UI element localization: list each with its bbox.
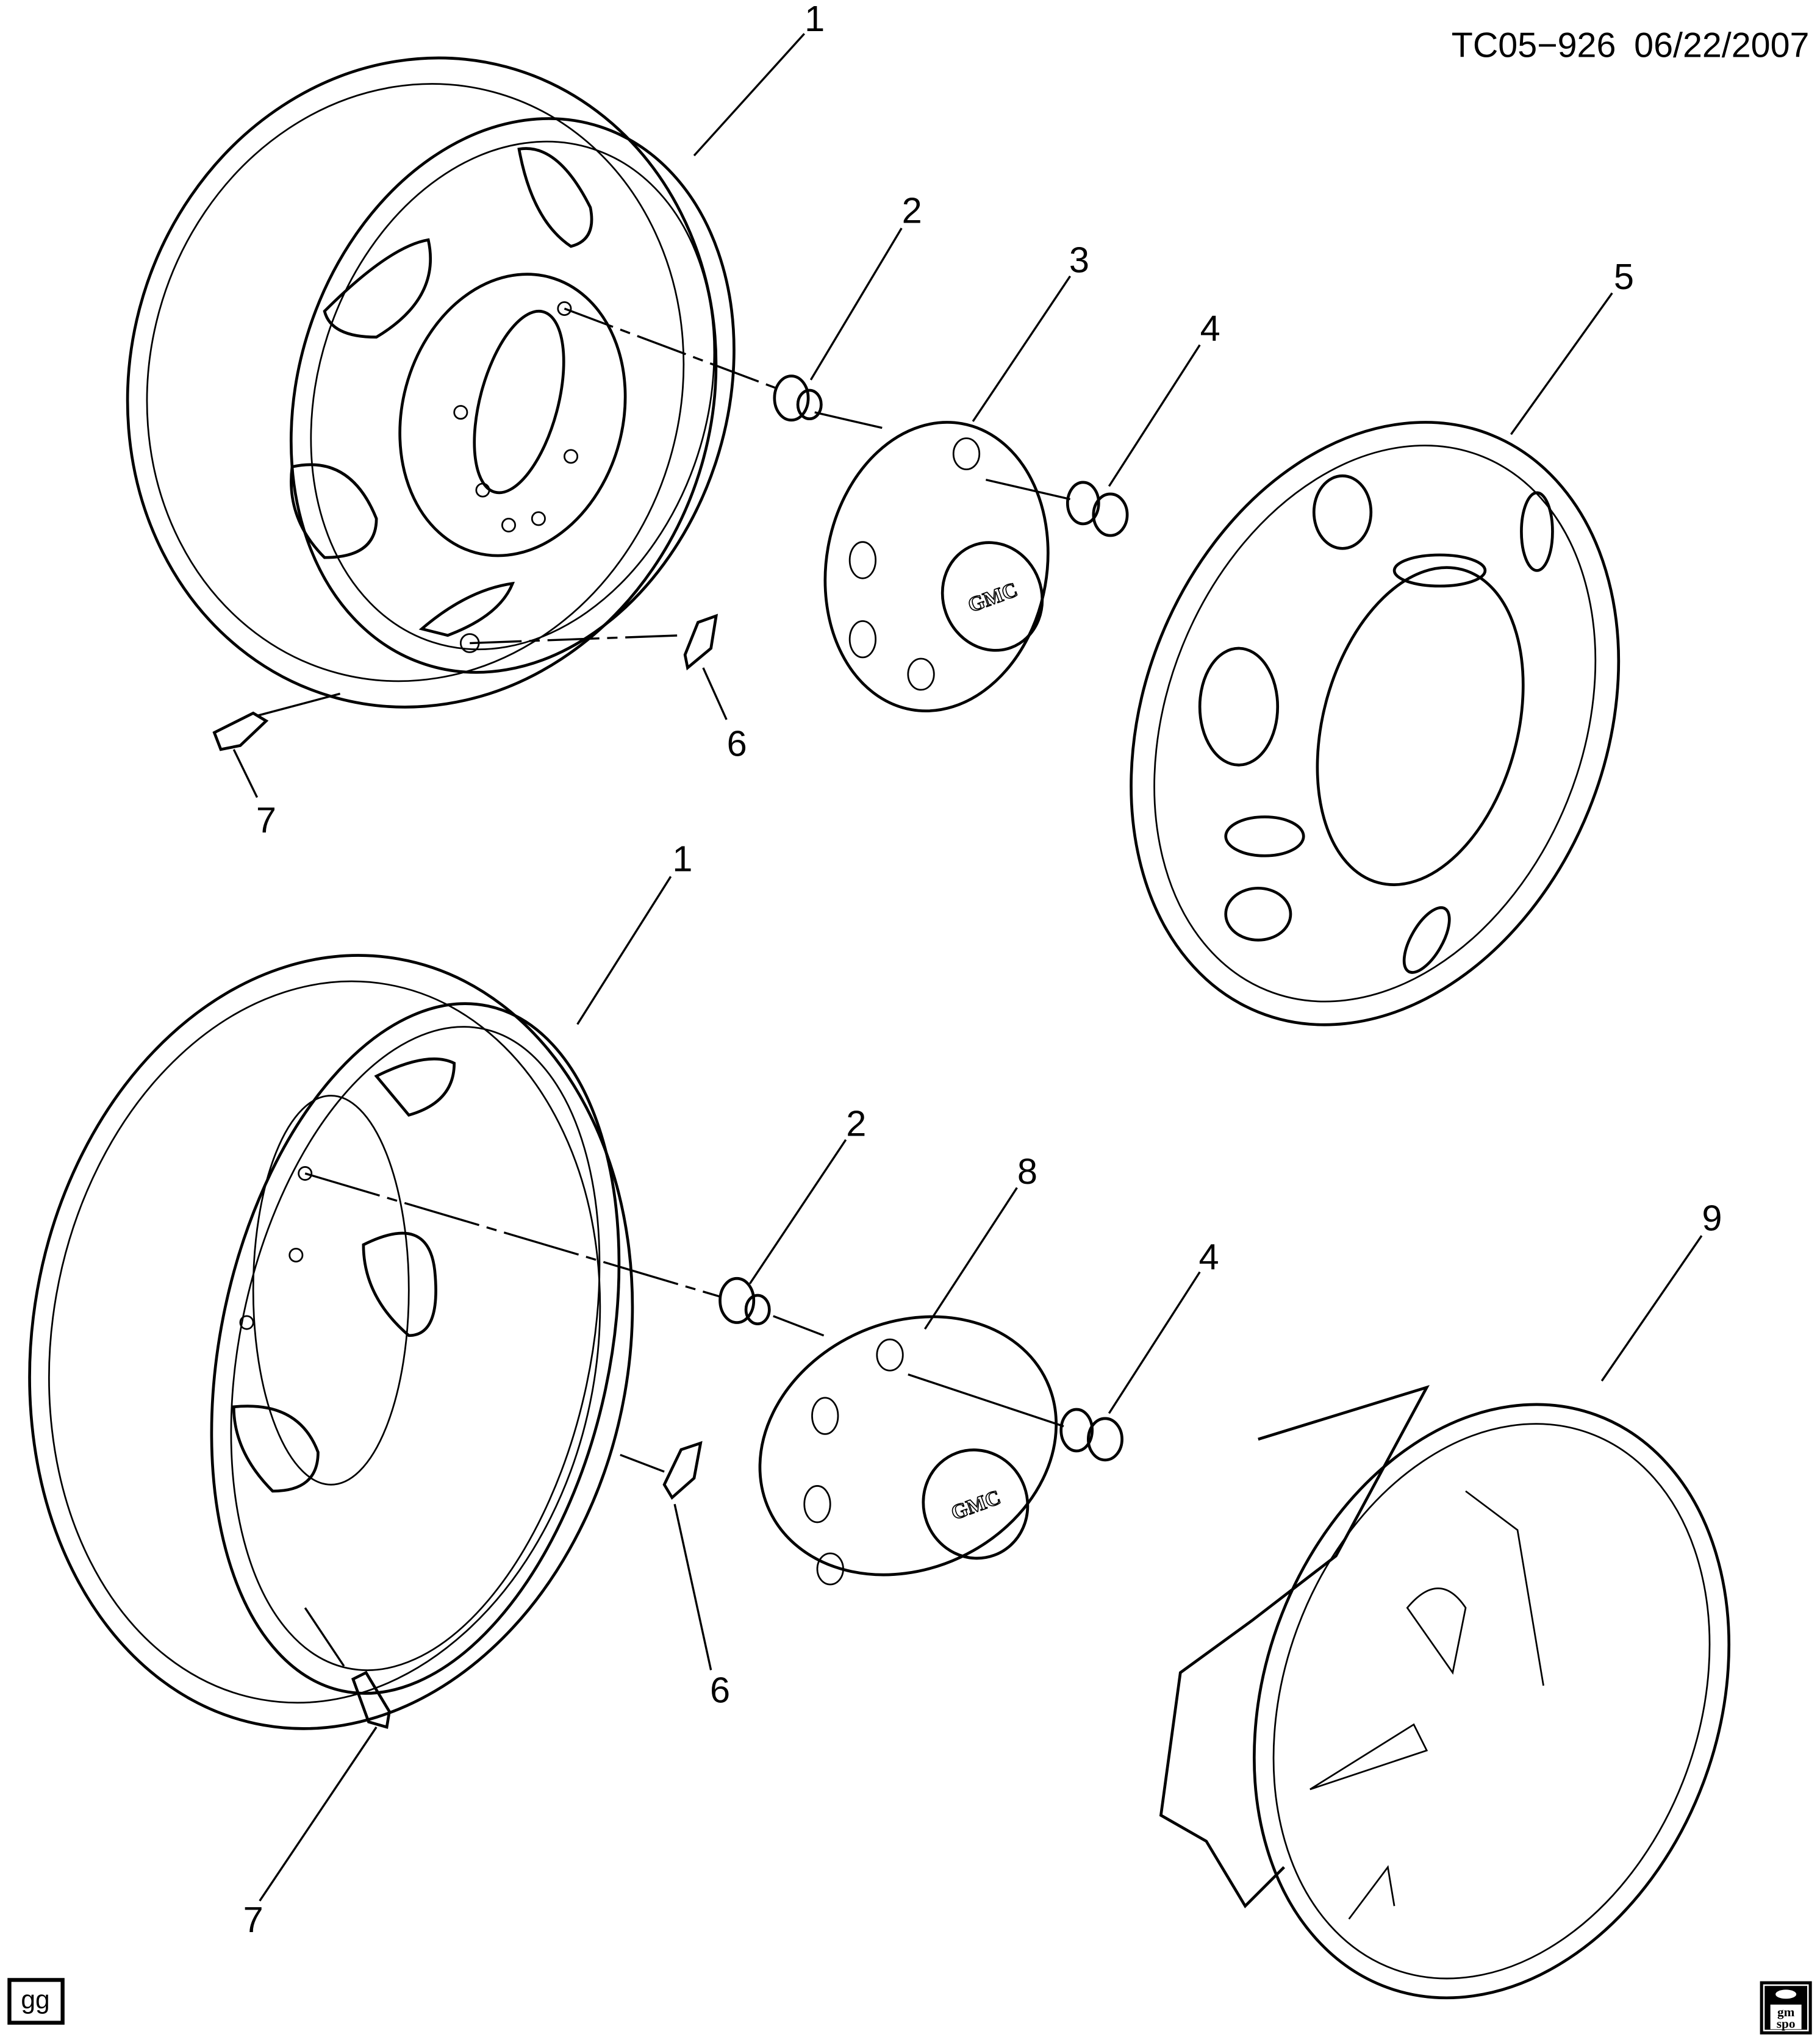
gmc-logo: GMC — [965, 579, 1020, 617]
callout-5: 5 — [1614, 256, 1634, 297]
top-nut-cap — [1066, 481, 1129, 537]
svg-text:gm: gm — [1777, 2005, 1795, 2019]
svg-text:spo: spo — [1777, 2016, 1796, 2031]
top-wheel — [126, 56, 736, 709]
top-wheel-weight — [683, 614, 718, 671]
callout-8: 8 — [1017, 1151, 1037, 1192]
bottom-nut-cap — [1059, 1408, 1123, 1462]
bottom-valve-stem — [351, 1670, 391, 1729]
callout-7-top: 7 — [256, 800, 276, 840]
callout-2-bottom: 2 — [846, 1103, 866, 1144]
svg-text:gg: gg — [21, 1986, 49, 2014]
callout-1-top: 1 — [804, 0, 825, 39]
top-lug-nut — [773, 374, 823, 422]
top-wheel-cover — [1130, 421, 1621, 1026]
artist-code-box: gg — [7, 1978, 65, 2025]
gmc-logo: GMC — [948, 1486, 1004, 1525]
bottom-wheel — [28, 954, 634, 1730]
callout-9: 9 — [1702, 1198, 1722, 1239]
callout-6-bottom: 6 — [710, 1669, 730, 1710]
callout-6-top: 6 — [727, 723, 747, 764]
top-hub-cap: GMC — [823, 421, 1050, 713]
callout-4-bottom: 4 — [1198, 1236, 1219, 1277]
callout-2-top: 2 — [902, 190, 922, 231]
callout-4-top: 4 — [1200, 308, 1220, 349]
callout-1-bottom: 1 — [672, 839, 692, 879]
bottom-hub-cap: GMC — [758, 1315, 1058, 1586]
bottom-wheel-weight — [662, 1441, 703, 1500]
callout-7-bottom: 7 — [243, 1899, 263, 1940]
callout-3: 3 — [1069, 239, 1089, 280]
callouts: 1 2 3 4 5 6 7 1 2 8 4 9 6 7 — [232, 0, 1722, 1940]
bottom-lug-nut — [718, 1276, 771, 1326]
bottom-wheel-cover — [1159, 1384, 1731, 2000]
top-valve-stem — [212, 711, 269, 751]
